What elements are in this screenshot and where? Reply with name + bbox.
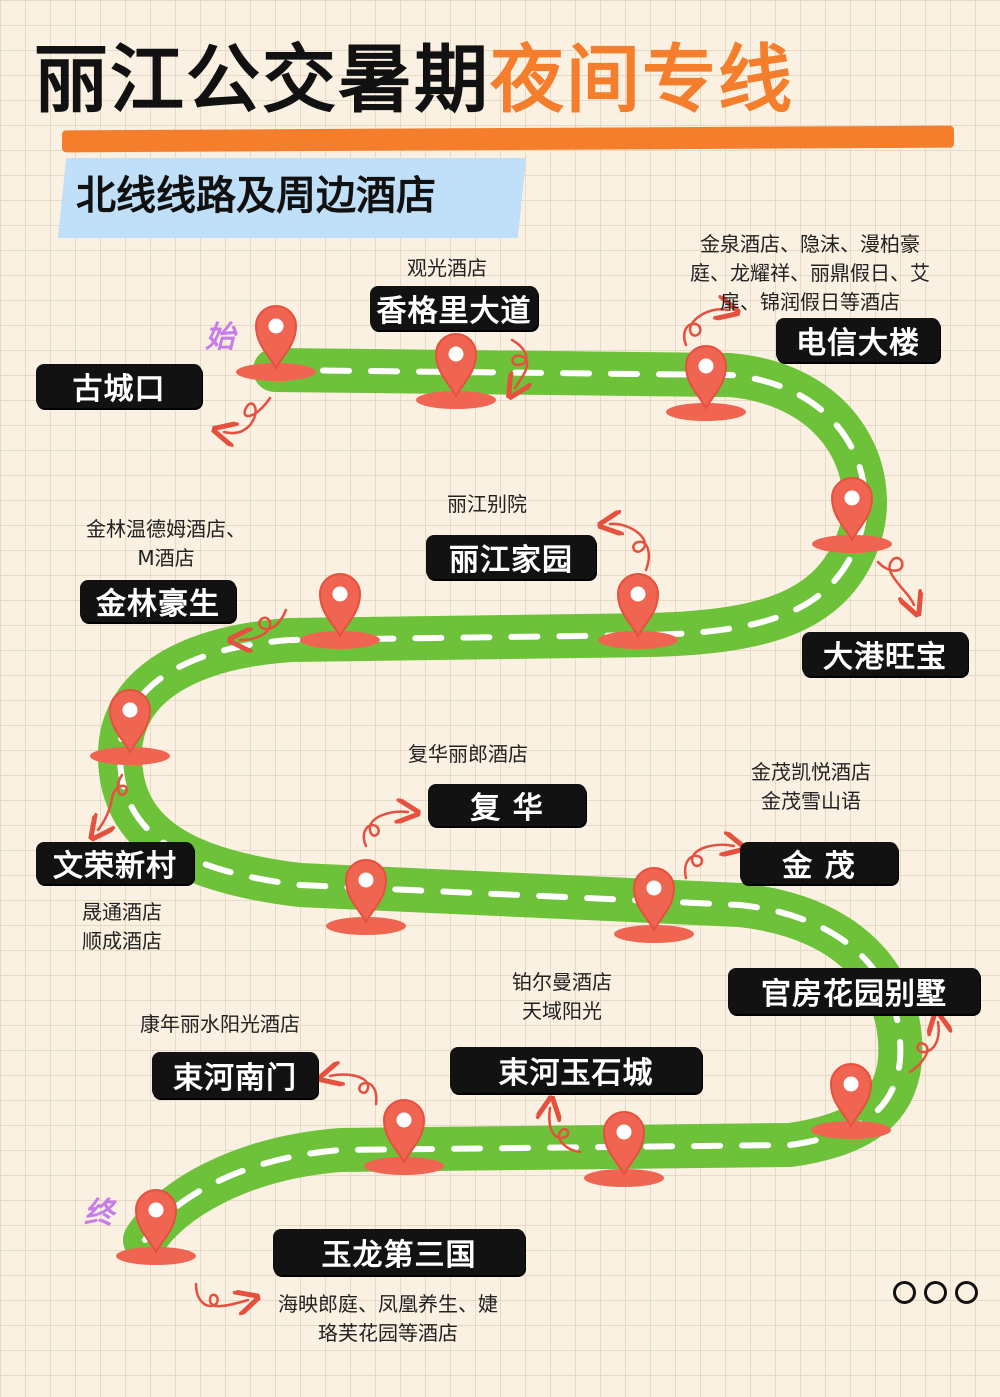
hotel-line: 晟通酒店 [82, 900, 162, 924]
title-underline [61, 125, 955, 153]
stop-label-8: 复 华 [428, 784, 586, 826]
curly-arrow [512, 338, 527, 388]
curly-arrow [876, 556, 914, 605]
hotels-stop-5: 丽江别院 [447, 490, 527, 519]
stop-label-4: 大港旺宝 [802, 632, 968, 676]
hotels-stop-3: 金泉酒店、隐沫、漫柏豪 庭、龙耀祥、丽鼎假日、艾 扉、锦润假日等酒店 [690, 230, 930, 317]
curly-arrow [330, 1075, 378, 1106]
hotel-line: 铂尔曼酒店 [512, 970, 612, 994]
stop-label-3: 电信大楼 [776, 318, 940, 362]
hotel-line: M酒店 [137, 546, 195, 570]
hotel-line: 康年丽水阳光酒店 [140, 1012, 300, 1036]
pin-stop-6 [299, 573, 381, 650]
stop-label-10: 官房花园别墅 [728, 968, 980, 1014]
stop-label-2: 香格里大道 [370, 286, 538, 330]
curly-arrow [549, 1108, 582, 1154]
stop-label-6: 金林豪生 [80, 580, 236, 622]
title-part-1: 丽江公交暑期 [34, 37, 490, 123]
hotel-line: 金茂雪山语 [761, 789, 861, 813]
curly-arrows [98, 309, 939, 1306]
decorative-dots [893, 1281, 978, 1304]
hotel-line: 庭、龙耀祥、丽鼎假日、艾 [690, 261, 930, 285]
hotel-line: 扉、锦润假日等酒店 [720, 290, 900, 314]
hotel-line: 观光酒店 [407, 256, 487, 280]
stop-label-5: 丽江家园 [426, 535, 596, 579]
curly-arrow [194, 1282, 248, 1306]
pin-stop-5 [597, 573, 679, 650]
dot-icon [955, 1281, 978, 1304]
dot-icon [893, 1281, 916, 1304]
hotel-line: 珞芙花园等酒店 [318, 1321, 458, 1345]
stop-label-1: 古城口 [36, 364, 202, 408]
stop-label-13: 玉龙第三国 [273, 1229, 525, 1275]
road-center-dashes [116, 367, 904, 1243]
curly-arrow [682, 309, 728, 347]
hotels-stop-7: 晟通酒店 顺成酒店 [82, 898, 162, 956]
poster-title: 丽江公交暑期夜间专线 [34, 37, 794, 123]
hotels-stop-2: 观光酒店 [407, 254, 487, 283]
subtitle: 北线线路及周边酒店 [76, 173, 436, 219]
hotels-stop-9: 金茂凯悦酒店 金茂雪山语 [751, 758, 871, 816]
hotel-line: 金林温德姆酒店、 [86, 517, 246, 541]
hotels-stop-8: 复华丽郎酒店 [408, 740, 528, 769]
hotel-line: 复华丽郎酒店 [408, 742, 528, 766]
hotel-line: 丽江别院 [447, 492, 527, 516]
curly-arrow [908, 1022, 939, 1074]
stop-label-11: 束河玉石城 [450, 1047, 702, 1093]
curly-arrow [683, 845, 734, 880]
curly-arrow [610, 524, 650, 572]
hotels-stop-11: 铂尔曼酒店 天域阳光 [512, 968, 612, 1026]
end-marker: 终 [84, 1196, 114, 1231]
curly-arrow [362, 812, 408, 848]
hotel-line: 海映郎庭、凤凰养生、婕 [278, 1292, 498, 1316]
start-marker: 始 [205, 320, 235, 355]
stop-label-12: 束河南门 [152, 1052, 318, 1098]
curly-arrow [98, 773, 128, 830]
hotel-line: 天域阳光 [522, 999, 602, 1023]
hotel-line: 顺成酒店 [82, 929, 162, 953]
stop-label-7: 文荣新村 [36, 842, 194, 884]
pin-stop-1 [235, 305, 317, 382]
dot-icon [924, 1281, 947, 1304]
title-part-2: 夜间专线 [490, 37, 794, 123]
hotels-stop-12: 康年丽水阳光酒店 [140, 1010, 300, 1039]
stop-label-9: 金 茂 [740, 842, 898, 884]
curly-arrow [224, 396, 272, 433]
hotel-line: 金泉酒店、隐沫、漫柏豪 [700, 232, 920, 256]
hotels-stop-13: 海映郎庭、凤凰养生、婕 珞芙花园等酒店 [278, 1290, 498, 1348]
hotel-line: 金茂凯悦酒店 [751, 760, 871, 784]
hotels-stop-6: 金林温德姆酒店、 M酒店 [86, 515, 246, 573]
curly-arrow [240, 608, 288, 640]
